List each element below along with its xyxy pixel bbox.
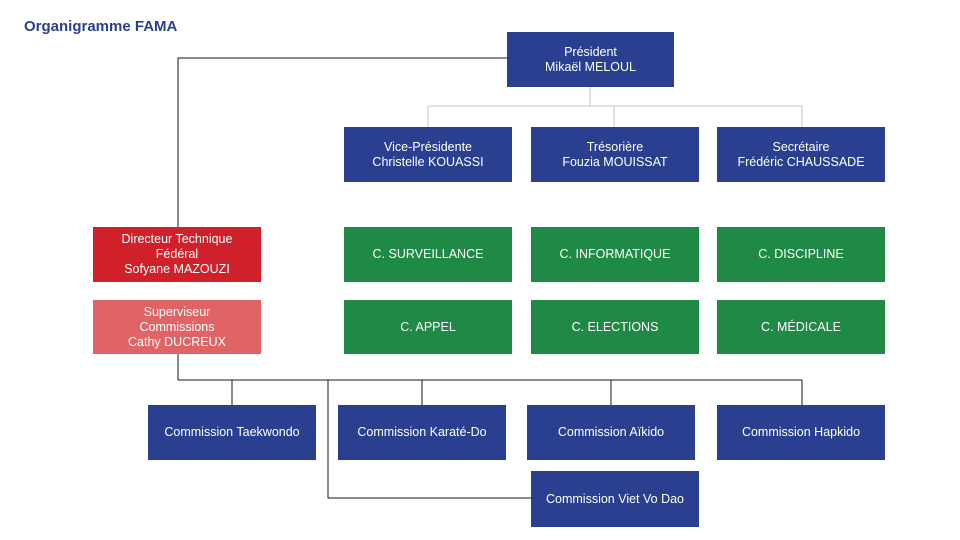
vice-presidente-name: Christelle KOUASSI xyxy=(372,154,484,169)
superviseur-line1: Superviseur xyxy=(143,304,211,319)
superviseur-name: Cathy DUCREUX xyxy=(128,334,226,349)
commission-taekwondo: Commission Taekwondo xyxy=(148,405,316,460)
president-name: Mikaël MELOUL xyxy=(545,59,636,74)
conseil-discipline: C. DISCIPLINE xyxy=(717,227,885,282)
commission-karate-do: Commission Karaté-Do xyxy=(338,405,506,460)
superviseur-line2: Commissions xyxy=(139,319,215,334)
conseil-informatique: C. INFORMATIQUE xyxy=(531,227,699,282)
tresoriere-name: Fouzia MOUISSAT xyxy=(562,154,668,169)
secretaire-role: Secrétaire xyxy=(772,139,830,154)
directeur-line2: Fédéral xyxy=(155,247,199,261)
directeur-name: Sofyane MAZOUZI xyxy=(124,262,230,276)
president-role: Président xyxy=(564,44,617,59)
conseil-appel: C. APPEL xyxy=(344,300,512,354)
directeur-technique-box: Directeur Technique Fédéral Sofyane MAZO… xyxy=(93,227,261,282)
tresoriere-role: Trésorière xyxy=(586,139,644,154)
president-box: Président Mikaël MELOUL xyxy=(507,32,674,87)
vice-presidente-role: Vice-Présidente xyxy=(383,139,472,154)
secretaire-name: Frédéric CHAUSSADE xyxy=(737,154,865,169)
directeur-line1: Directeur Technique xyxy=(121,232,233,246)
superviseur-box: Superviseur Commissions Cathy DUCREUX xyxy=(93,300,261,354)
secretaire-box: Secrétaire Frédéric CHAUSSADE xyxy=(717,127,885,182)
hierarchy-connectors xyxy=(177,57,803,499)
vice-presidente-box: Vice-Présidente Christelle KOUASSI xyxy=(344,127,512,182)
bureau-connectors xyxy=(427,87,803,127)
commission-aikido: Commission Aïkido xyxy=(527,405,695,460)
conseil-elections: C. ELECTIONS xyxy=(531,300,699,354)
conseil-surveillance: C. SURVEILLANCE xyxy=(344,227,512,282)
commission-hapkido: Commission Hapkido xyxy=(717,405,885,460)
tresoriere-box: Trésorière Fouzia MOUISSAT xyxy=(531,127,699,182)
page-title: Organigramme FAMA xyxy=(24,18,178,35)
conseil-medicale: C. MÉDICALE xyxy=(717,300,885,354)
commission-viet-vo-dao: Commission Viet Vo Dao xyxy=(531,471,699,527)
